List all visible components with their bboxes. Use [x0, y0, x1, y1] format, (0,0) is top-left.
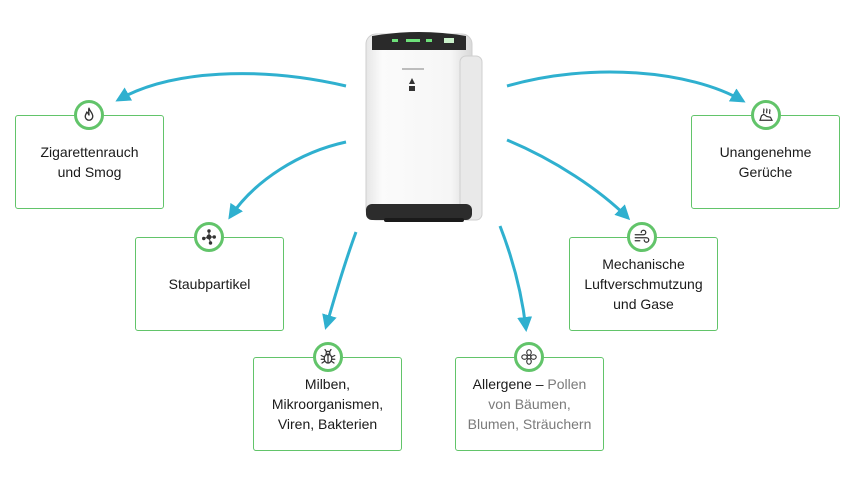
category-label-allergens-detail: Pollen von Bäumen, Blumen, Sträuchern: [467, 376, 592, 432]
arrow-to-dust: [228, 140, 347, 220]
category-label-odors: Unangenehme Gerüche: [719, 144, 812, 180]
flower-icon: [521, 349, 537, 365]
arrow-to-mites: [322, 231, 358, 330]
category-box-smoke: Zigarettenrauch und Smog: [15, 115, 164, 209]
wind-icon: [634, 229, 650, 243]
badge-pollution: [627, 222, 657, 252]
category-label-allergens: Allergene –: [472, 376, 544, 392]
flame-icon: [84, 107, 94, 121]
badge-allergens: [514, 342, 544, 372]
badge-mites: [313, 342, 343, 372]
air-purifier-image: [362, 28, 490, 233]
dust-particles-icon: [202, 229, 216, 245]
category-box-mites: Milben, Mikroorganismen, Viren, Bakterie…: [253, 357, 402, 451]
badge-smoke: [74, 100, 104, 130]
category-label-pollution: Mechanische Luftverschmutzung und Gase: [584, 256, 703, 312]
category-box-odors: Unangenehme Gerüche: [691, 115, 840, 209]
category-label-dust: Staubpartikel: [168, 276, 251, 292]
odor-icon: [759, 108, 773, 121]
arrow-to-smoke: [115, 72, 347, 102]
category-box-dust: Staubpartikel: [135, 237, 284, 331]
badge-odors: [751, 100, 781, 130]
arrow-to-allergens: [498, 225, 533, 332]
category-box-pollution: Mechanische Luftverschmutzung und Gase: [569, 237, 718, 331]
category-box-allergens: Allergene – Pollen von Bäumen, Blumen, S…: [455, 357, 604, 451]
badge-dust: [194, 222, 224, 252]
bug-icon: [320, 348, 336, 364]
category-label-mites: Milben, Mikroorganismen, Viren, Bakterie…: [271, 376, 384, 432]
arrow-to-odors: [506, 70, 746, 103]
category-label-smoke: Zigarettenrauch und Smog: [40, 144, 139, 180]
arrow-to-pollution: [506, 138, 631, 221]
